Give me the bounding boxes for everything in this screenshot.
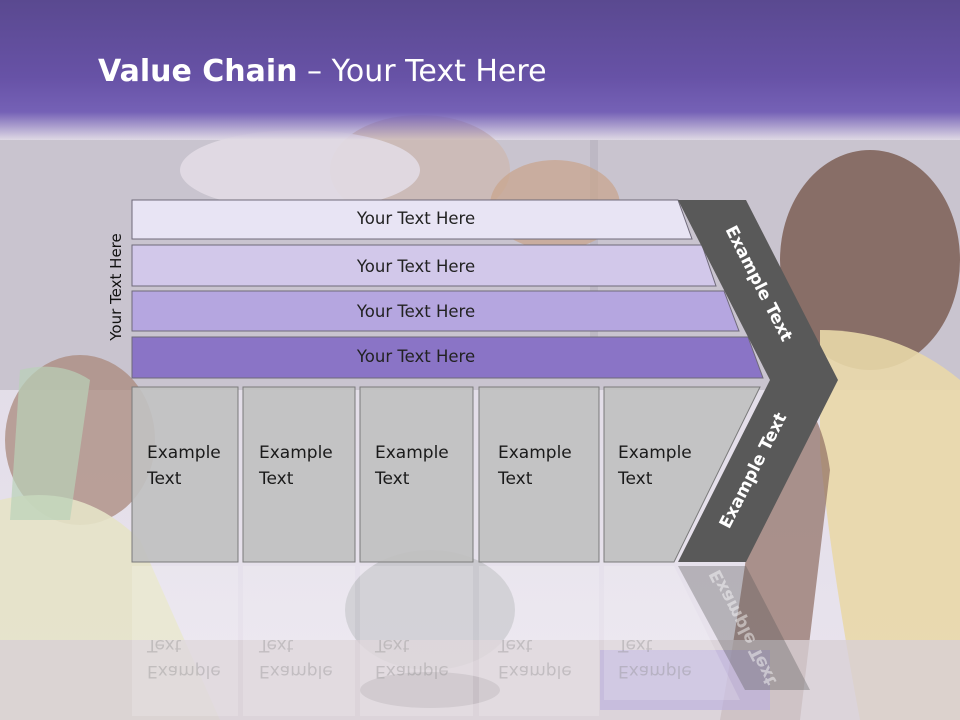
support-box-2	[242, 386, 356, 563]
support-box-2-reflection: Example Text	[259, 635, 333, 681]
support-box-3-reflection: Example Text	[375, 635, 449, 681]
support-box-5-reflection: Example Text	[618, 635, 692, 681]
chevron-arrow	[678, 200, 838, 562]
support-box-4	[478, 386, 600, 563]
support-box-5-label: Example Text	[618, 443, 692, 489]
primary-bar-1-label: Your Text Here	[356, 209, 475, 228]
support-box-4-reflection: Example Text	[498, 635, 572, 681]
support-box-1-reflection: Example Text	[147, 635, 221, 681]
support-box-2-label: Example Text	[259, 443, 333, 489]
title-bold: Value Chain	[98, 54, 298, 89]
support-box-4-label: Example Text	[498, 443, 572, 489]
support-box-3	[359, 386, 474, 563]
primary-bar-2-label: Your Text Here	[356, 257, 475, 276]
primary-bar-4-label: Your Text Here	[356, 347, 475, 366]
slide-title: Value Chain – Your Text Here	[98, 54, 547, 89]
chevron-reflection	[678, 566, 810, 690]
primary-bar-2	[131, 244, 717, 287]
primary-bar-3	[131, 290, 740, 332]
primary-bar-4	[131, 336, 764, 379]
support-box-1	[131, 386, 239, 563]
boxes-reflection	[132, 566, 740, 716]
primary-bar-3-label: Your Text Here	[356, 302, 475, 321]
support-box-5	[603, 386, 761, 563]
support-box-3-label: Example Text	[375, 443, 449, 489]
primary-bar-1	[131, 199, 693, 240]
support-box-1-label: Example Text	[147, 443, 221, 489]
title-rest: – Your Text Here	[297, 54, 547, 89]
title-band	[0, 0, 960, 140]
